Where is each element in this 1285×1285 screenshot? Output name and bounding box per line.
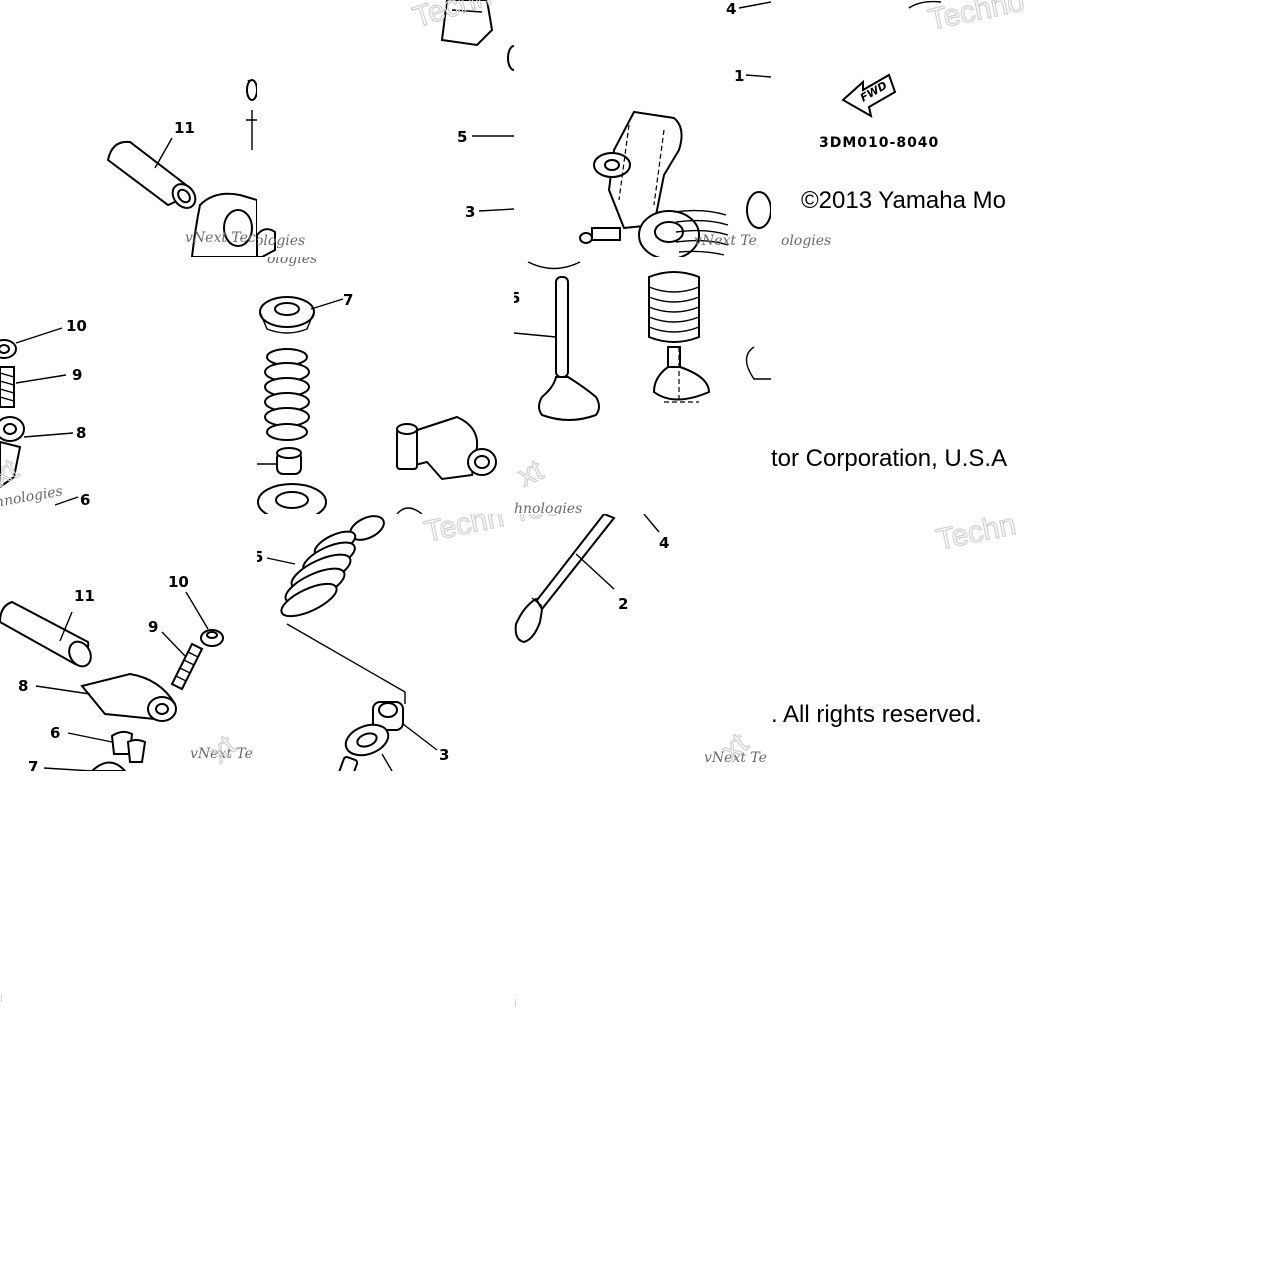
edge-fragment-left: |: [0, 980, 10, 1030]
diagram-tile-valve-spring-2: Techn 5 3: [257, 514, 514, 771]
watermark-techno: Techno: [926, 0, 1027, 37]
watermark-ologies: ologies: [781, 233, 831, 249]
diagram-tile-valves: 5 xt hnologies: [514, 257, 771, 514]
copyright-line-2: tor Corporation, U.S.A: [771, 445, 1008, 472]
rocker-arm-part: [579, 110, 683, 244]
diagram-tile-retainer: ologies 7: [257, 257, 514, 514]
callout-6: 6: [80, 491, 90, 509]
callout-4b: 4: [659, 534, 669, 552]
diagram-code: 3DM010-8040: [819, 135, 939, 151]
diagram-tile-rocker-shaft: 11 vNext Tec: [0, 0, 257, 257]
watermark-technologies-3: hnologies: [514, 501, 582, 514]
watermark-vnext-2: vNext Te: [694, 233, 757, 249]
valve-guide-part: [337, 756, 359, 771]
watermark-vnext-3: vNext Te: [190, 746, 253, 762]
diagram-tile-valve-spring: 4 1 vNext Te: [514, 0, 771, 257]
tappet-fragment: [257, 228, 276, 257]
callout-5c: 5: [257, 548, 263, 566]
callout-2: 2: [618, 595, 628, 613]
curve-fragment: [908, 0, 942, 9]
watermark-technologies: ologies: [257, 233, 305, 249]
copyright-line-1: ©2013 Yamaha Mo: [801, 187, 1006, 214]
cylinder-head-fragment: [190, 79, 257, 257]
diagram-tile-copyright-3: Techn . All rights reserved.: [771, 514, 1028, 771]
watermark-next-2: xt: [514, 453, 549, 493]
rocker-arm-side-part: [396, 415, 497, 481]
callout-8: 8: [76, 424, 86, 442]
rocker-arm-fragment: [0, 416, 25, 489]
callout-9: 9: [72, 366, 82, 384]
valve-right-part: [648, 271, 711, 403]
diagram-tile-copyright-2: tor Corporation, U.S.A: [771, 257, 1028, 514]
callout-10: 10: [66, 317, 87, 335]
callout-3b: 3: [439, 746, 449, 764]
collet-fragment: [527, 261, 581, 270]
diagram-tile-rocker-assembly: 11 10 9 8 6 7 vNext Te xt: [0, 514, 257, 771]
rocker-fragment-top: [440, 0, 514, 71]
spring-seat-part-2: [344, 723, 393, 771]
valve-spring-coil: [264, 348, 310, 441]
svg-text:|: |: [0, 993, 3, 1002]
callout-6b: 6: [50, 724, 60, 742]
rocker-shaft-part-2: [0, 600, 92, 668]
spring-seat-part: [257, 483, 327, 514]
adjust-screw-part-2: [170, 642, 204, 691]
valve-spring-part: [638, 191, 771, 257]
gasket-fragment: [745, 346, 771, 380]
edge-fragment-mid: |: [514, 985, 524, 1035]
retainer-part: [259, 296, 315, 334]
diagram-tile-adjusters: 10 9 8 6 xt hnologies: [0, 257, 257, 514]
stem-seal-part-2: [372, 701, 404, 731]
diagram-tile-legend: Techno FWD 3DM010-8040 ologies ©2013 Yam…: [771, 0, 1028, 257]
stem-seal-part: [276, 447, 302, 475]
callout-4: 4: [726, 0, 736, 18]
assembly-line: [286, 623, 406, 704]
watermark-ologies-2: ologies: [267, 257, 317, 267]
collet-part: [110, 730, 147, 763]
watermark-vnext: vNext Tec: [185, 230, 256, 246]
valve-left-part: [538, 276, 600, 421]
copyright-line-3: . All rights reserved.: [771, 701, 982, 728]
watermark-vnext-4: vNext Te: [704, 750, 767, 766]
svg-text:|: |: [514, 998, 517, 1007]
callout-11b: 11: [74, 587, 95, 605]
watermark-techn-3: Techn: [934, 514, 1019, 557]
valve-spring-coil-2: [280, 530, 357, 618]
fwd-arrow-icon: FWD: [841, 73, 897, 118]
callout-7b: 7: [28, 758, 38, 771]
callout-11: 11: [174, 119, 195, 137]
callout-10b: 10: [168, 573, 189, 591]
callout-7: 7: [343, 291, 353, 309]
locknut-part-2: [200, 629, 224, 647]
callout-8b: 8: [18, 677, 28, 695]
valve-part: [514, 514, 616, 644]
diagram-tile-rocker-arm: 5 3 Techn ologies: [257, 0, 514, 257]
locknut-part: [0, 339, 17, 359]
callout-1: 1: [734, 67, 744, 85]
adjust-screw-part: [0, 366, 15, 408]
watermark-techn-2: Techn: [422, 514, 507, 549]
callout-5: 5: [457, 128, 467, 146]
rocker-arm-part-2: [80, 672, 177, 722]
callout-3: 3: [465, 203, 475, 221]
watermark-next-3: xt: [203, 729, 243, 770]
callout-5b: 5: [514, 289, 520, 307]
callout-9b: 9: [148, 618, 158, 636]
rocker-shaft-part: [106, 140, 197, 209]
